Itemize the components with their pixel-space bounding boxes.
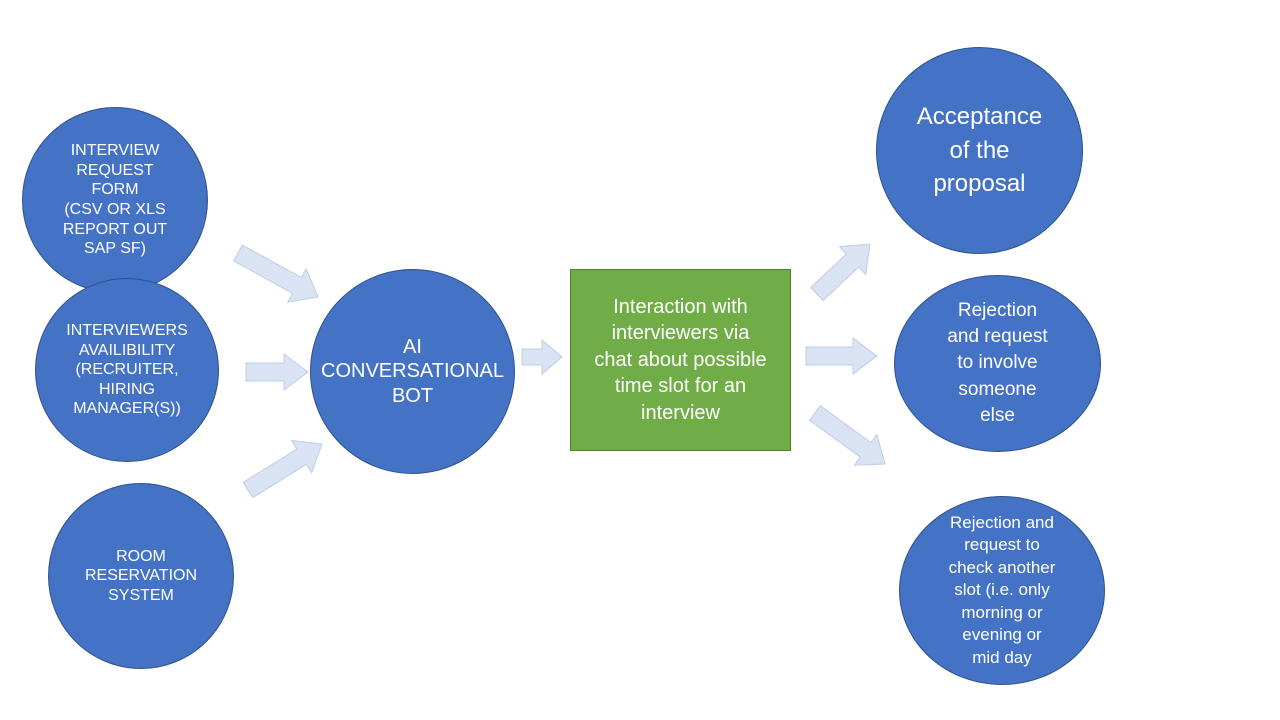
interview-request-form-label: INTERVIEW REQUEST FORM (CSV OR XLS REPOR…: [62, 142, 168, 258]
arrow-bot-to-interaction-block-arrow-icon: [521, 338, 563, 376]
arrow-avail-to-bot-block-arrow-icon: [245, 353, 309, 391]
arrow-to-acceptance-block-arrow-icon: [810, 243, 871, 302]
rejection-slot-node: Rejection and request to check another s…: [899, 496, 1105, 685]
interview-request-form-node: INTERVIEW REQUEST FORM (CSV OR XLS REPOR…: [22, 107, 208, 293]
ai-bot-label: AI CONVERSATIONAL BOT: [321, 335, 504, 407]
room-reservation-node: ROOM RESERVATION SYSTEM: [48, 483, 234, 669]
interaction-box: Interaction with interviewers via chat a…: [570, 269, 791, 451]
interaction-label: Interaction with interviewers via chat a…: [594, 296, 767, 424]
rejection-involve-label: Rejection and request to involve someone…: [947, 299, 1048, 426]
arrow-form-to-bot-block-arrow-icon: [233, 244, 319, 303]
rejection-slot-label: Rejection and request to check another s…: [948, 512, 1056, 667]
acceptance-label: Acceptance of the proposal: [916, 103, 1043, 198]
acceptance-node: Acceptance of the proposal: [876, 47, 1083, 254]
arrow-to-rejection-slot-block-arrow-icon: [809, 405, 886, 466]
interviewers-availability-node: INTERVIEWERS AVAILIBILITY (RECRUITER, HI…: [35, 278, 219, 462]
rejection-involve-node: Rejection and request to involve someone…: [894, 275, 1101, 452]
arrow-to-rejection-involve-block-arrow-icon: [805, 337, 878, 375]
ai-conversational-bot-node: AI CONVERSATIONAL BOT: [310, 269, 515, 474]
interviewers-availability-label: INTERVIEWERS AVAILIBILITY (RECRUITER, HI…: [66, 322, 188, 418]
arrow-room-to-bot-block-arrow-icon: [242, 439, 323, 499]
room-reservation-label: ROOM RESERVATION SYSTEM: [84, 547, 198, 604]
